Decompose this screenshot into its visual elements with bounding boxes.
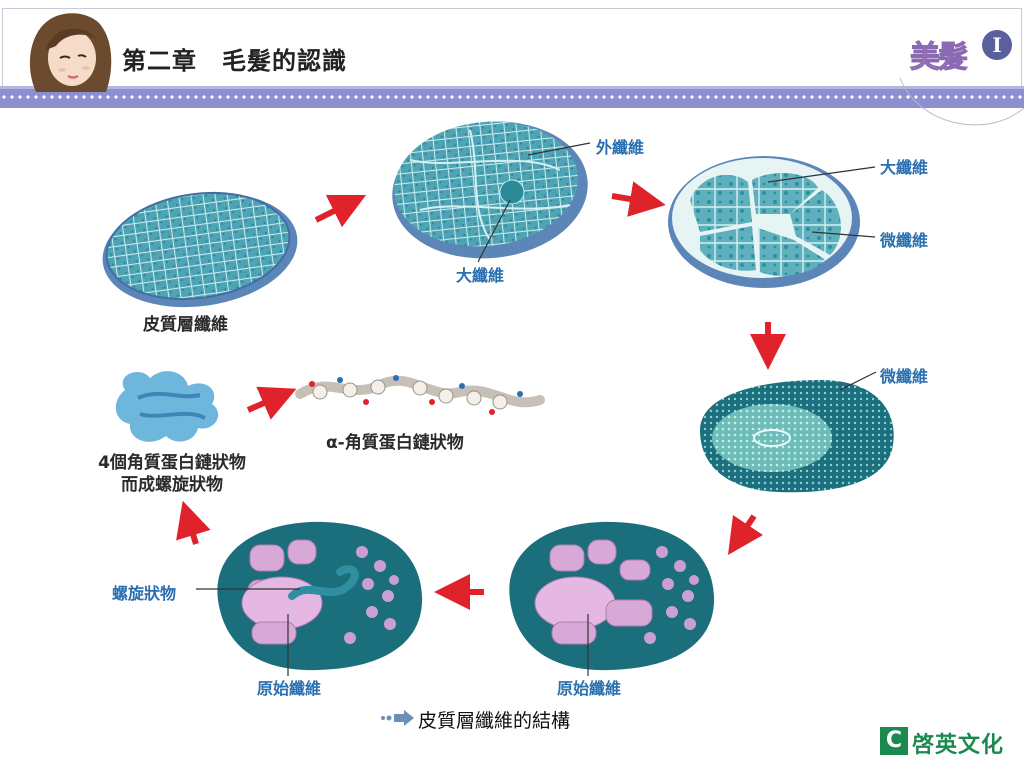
avatar xyxy=(29,13,112,92)
stage8-alpha-keratin-chain xyxy=(295,375,545,415)
stage7-label-line2: 而成螺旋狀物 xyxy=(121,475,223,495)
brand-logo: 美髮 I xyxy=(902,26,1012,78)
corner-decoration xyxy=(899,77,1024,126)
page-title: 第二章 毛髮的認識 xyxy=(122,47,347,75)
publisher-name: 啓英文化 xyxy=(912,732,1005,758)
arrow-1-to-2 xyxy=(314,194,367,228)
stage2-macro-label: 大纖維 xyxy=(456,266,505,285)
stage7-coiled-helix xyxy=(115,371,219,442)
stage6-proto-label: 原始纖維 xyxy=(257,679,322,698)
stage2-outer-label: 外纖維 xyxy=(596,138,645,157)
figure-caption: 皮質層纖維的結構 xyxy=(418,710,571,732)
stage6-helix-assembly xyxy=(196,521,423,676)
stage1-cortex-fiber xyxy=(102,191,298,308)
stage6-helix-label: 螺旋狀物 xyxy=(112,584,177,603)
arrow-4-to-5 xyxy=(728,514,763,555)
arrow-2-to-3 xyxy=(611,181,666,217)
stage3-macro-label: 大纖維 xyxy=(880,158,929,177)
publisher-mark: C xyxy=(880,727,908,755)
stage3-micro-label: 微纖維 xyxy=(880,231,929,250)
stage5-protofibrils xyxy=(509,521,715,676)
page-header: 第二章 毛髮的認識 美髮 I xyxy=(0,8,1024,126)
stage7-label: 4個角質蛋白鏈狀物 而成螺旋狀物 xyxy=(82,452,262,496)
arrow-7-to-8 xyxy=(246,386,297,420)
header-dot-strip xyxy=(0,86,1024,108)
brand-text: 美髮 xyxy=(910,40,969,76)
brand-badge: I xyxy=(982,30,1012,60)
stage5-proto-label: 原始纖維 xyxy=(557,679,622,698)
arrow-6-to-7 xyxy=(176,500,211,545)
stage7-label-line1: 4個角質蛋白鏈狀物 xyxy=(98,453,246,473)
stage4-micro-label: 微纖維 xyxy=(880,367,929,386)
stage8-label: α-角質蛋白鏈狀物 xyxy=(326,433,464,453)
stage1-label: 皮質層纖維 xyxy=(143,315,228,335)
caption-arrow-icon xyxy=(381,710,414,726)
flow-arrows xyxy=(176,181,786,610)
stage2-fiber-bundle xyxy=(392,121,591,263)
stage4-microfibrils xyxy=(700,371,894,493)
stage3-macrofibrils xyxy=(668,156,876,288)
header-frame xyxy=(2,8,1022,98)
